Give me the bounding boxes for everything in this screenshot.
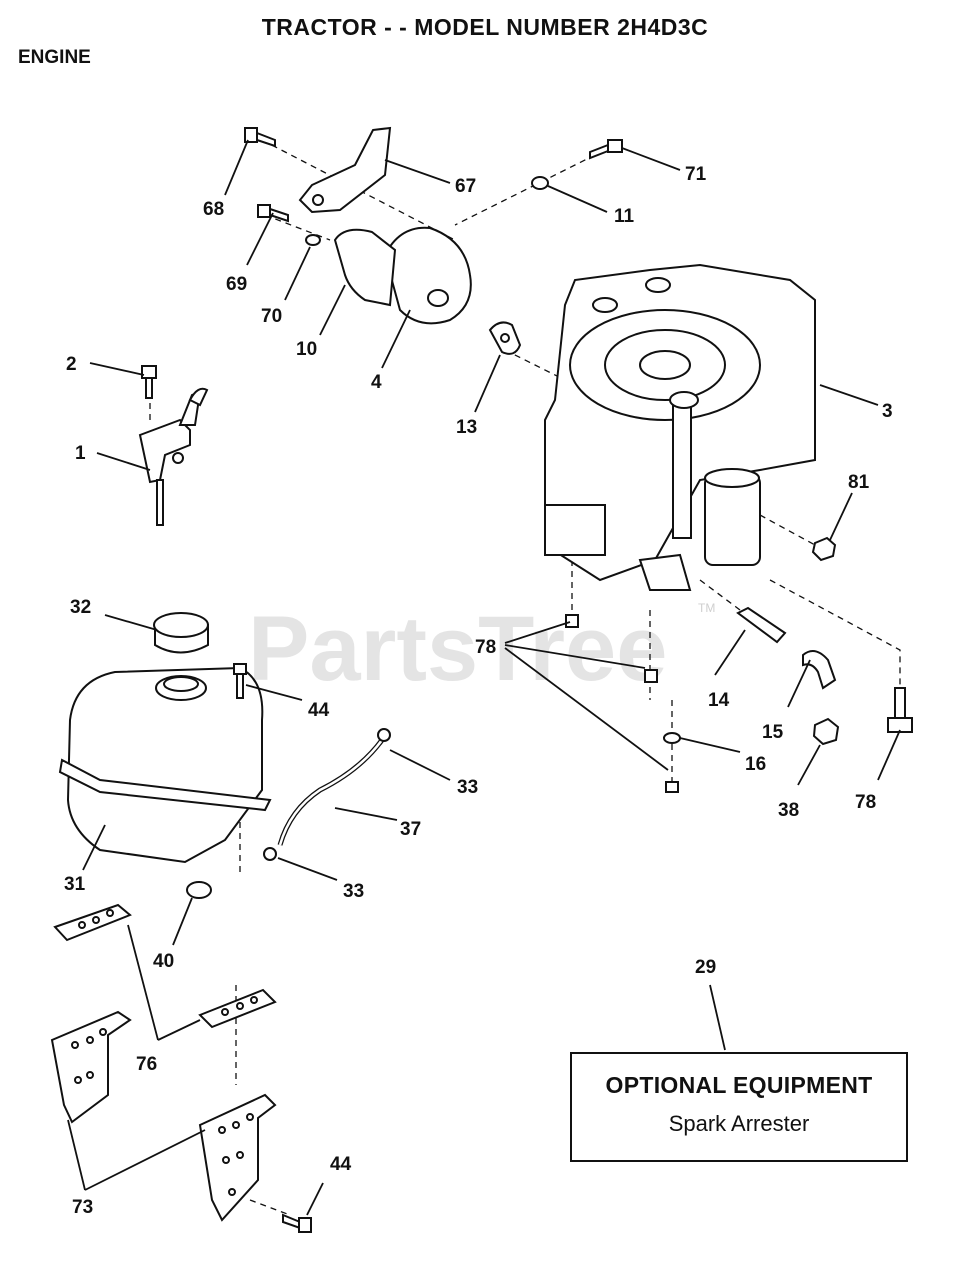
bracket-part-67: [298, 126, 392, 214]
callout-14: 14: [708, 690, 730, 711]
optional-equipment-title: OPTIONAL EQUIPMENT: [605, 1072, 873, 1098]
callout-73: 73: [72, 1197, 93, 1218]
callout-15: 15: [762, 722, 784, 743]
callout-1: 1: [75, 443, 86, 464]
callout-16: 16: [745, 754, 766, 775]
callout-68: 68: [203, 199, 224, 220]
fuel-tank-part-31: [58, 666, 272, 864]
callout-44-upper: 44: [308, 700, 330, 721]
callout-40: 40: [153, 951, 174, 972]
optional-equipment-box: OPTIONAL EQUIPMENT Spark Arrester: [570, 1052, 908, 1162]
bolts: [244, 127, 623, 223]
fuel-fittings: [736, 606, 837, 690]
callout-13: 13: [456, 417, 477, 438]
callout-78-upper: 78: [475, 637, 496, 658]
callout-67: 67: [455, 176, 476, 197]
callout-31: 31: [64, 874, 86, 895]
washers-and-gasket: [305, 176, 549, 355]
screw-part-44-top: [233, 663, 247, 699]
callout-44-lower: 44: [330, 1154, 352, 1175]
page-title: TRACTOR - - MODEL NUMBER 2H4D3C: [261, 14, 709, 40]
watermark: PartsTree: [248, 598, 667, 700]
callout-71: 71: [685, 164, 707, 185]
nut-part-81: [811, 536, 837, 562]
callout-11: 11: [614, 206, 635, 227]
callout-3: 3: [882, 401, 893, 422]
grommet-part-40: [186, 881, 212, 899]
callout-32: 32: [70, 597, 91, 618]
fuel-line-part-37: [263, 728, 391, 861]
callout-29: 29: [695, 957, 716, 978]
callout-76: 76: [136, 1054, 157, 1075]
optional-equipment-item: Spark Arrester: [668, 1111, 810, 1136]
throttle-part-1: [138, 365, 209, 526]
callout-81: 81: [848, 472, 870, 493]
callout-37: 37: [400, 819, 421, 840]
section-label: ENGINE: [18, 47, 91, 68]
straps-part-76: [53, 903, 277, 1029]
brackets-part-73: [50, 1010, 277, 1222]
fuel-cap-part-32: [153, 612, 209, 654]
engine-part-3: [544, 263, 816, 591]
callout-2: 2: [66, 354, 77, 375]
callout-4: 4: [371, 372, 382, 393]
callout-numbers: 68 67 71 11 69 70 10 4 13 3 2 1 81 32 78…: [64, 164, 893, 1218]
screw-part-44-bottom: [282, 1213, 312, 1233]
watermark-trademark: TM: [698, 601, 715, 615]
callout-78-lower: 78: [855, 792, 876, 813]
callout-38: 38: [778, 800, 799, 821]
leader-lines: [67, 139, 901, 1216]
muffler-part-4: [333, 226, 472, 325]
callout-69: 69: [226, 274, 247, 295]
callout-33-lower: 33: [343, 881, 364, 902]
callout-33-upper: 33: [457, 777, 478, 798]
callout-70: 70: [261, 306, 282, 327]
callout-10: 10: [296, 339, 317, 360]
